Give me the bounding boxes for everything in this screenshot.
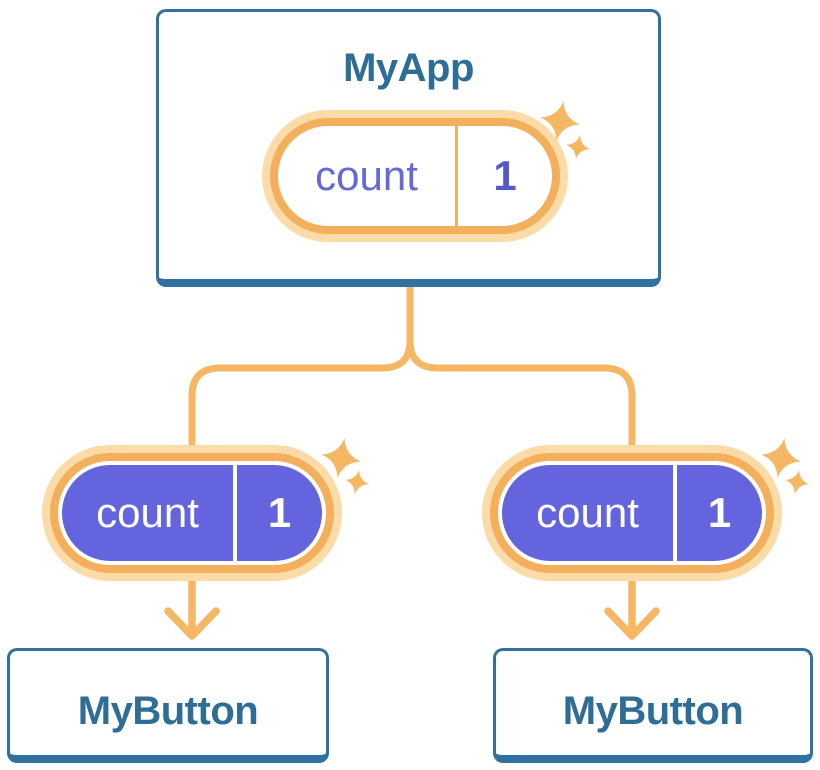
child-state-pill-right: count 1 (498, 461, 766, 565)
pill-divider (455, 126, 458, 226)
state-value: 1 (267, 489, 292, 536)
child-component-title-right: MyButton (562, 689, 744, 733)
state-label: count (315, 152, 418, 199)
pill-divider (673, 465, 677, 561)
state-value: 1 (707, 489, 732, 536)
state-label-section: count (62, 465, 233, 561)
arrow-down-icon (604, 577, 660, 640)
state-value-section: 1 (458, 126, 552, 226)
state-label: count (96, 489, 199, 536)
sparkle-icon-large (761, 438, 801, 478)
fork-connector-left-icon (188, 287, 414, 452)
root-state-pill: count 1 (270, 118, 560, 234)
state-value-section: 1 (677, 465, 762, 561)
sparkle-icon-large (321, 438, 361, 478)
state-label: count (536, 489, 639, 536)
child-component-card-right: MyButton (493, 648, 813, 763)
child-component-card-left: MyButton (7, 648, 329, 763)
state-value-section: 1 (237, 465, 322, 561)
sparkle-icon-small (785, 470, 809, 494)
state-label-section: count (502, 465, 673, 561)
state-label-section: count (278, 126, 455, 226)
pill-divider (233, 465, 237, 561)
child-state-pill-left: count 1 (58, 461, 326, 565)
sparkle-icon-small (345, 470, 369, 494)
root-component-title: MyApp (343, 46, 474, 90)
child-component-title-left: MyButton (77, 689, 259, 733)
fork-connector-right-icon (406, 340, 636, 452)
arrow-down-icon (164, 577, 220, 640)
state-value: 1 (493, 152, 517, 199)
